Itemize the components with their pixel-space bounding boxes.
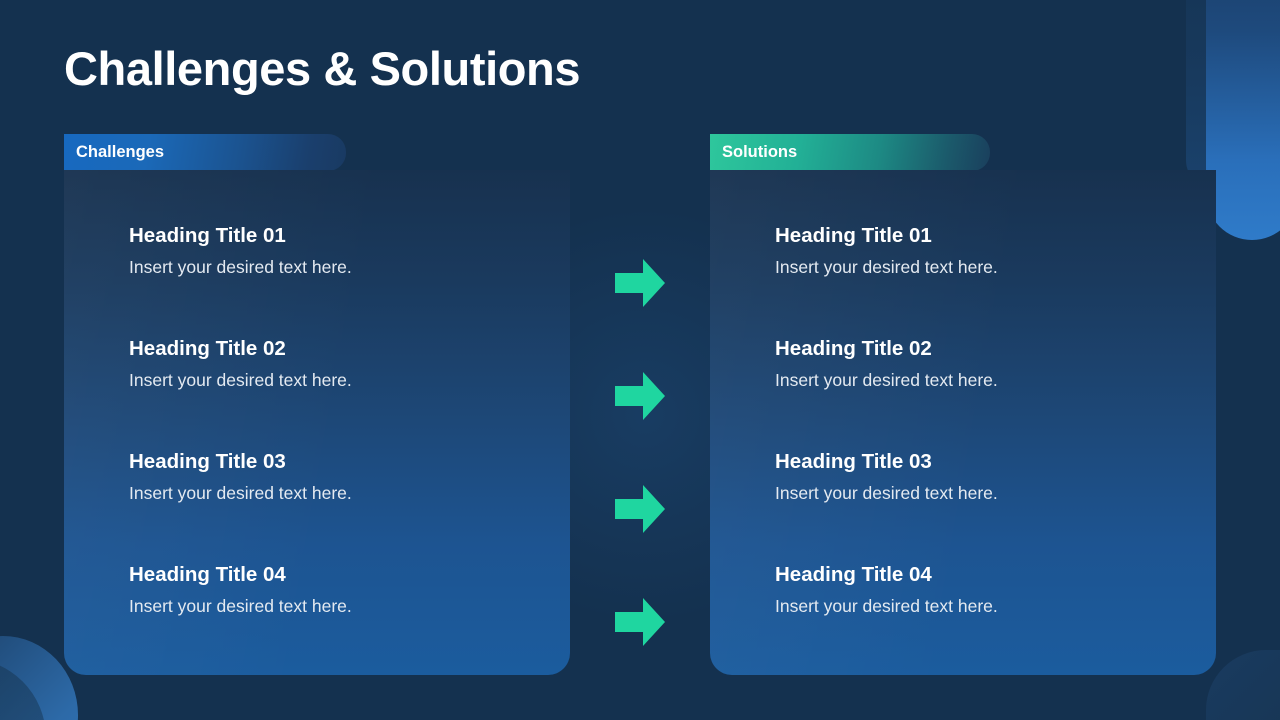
panel-challenges: Heading Title 01 Insert your desired tex…	[64, 170, 570, 675]
row-heading: Heading Title 01	[129, 224, 286, 247]
row-heading: Heading Title 03	[129, 450, 286, 473]
arrow-right-icon	[615, 371, 665, 420]
tab-challenges-label: Challenges	[76, 143, 165, 161]
decorative-shape-bottom-right	[1206, 650, 1280, 720]
row-heading: Heading Title 02	[775, 337, 932, 360]
connector-arrow-column	[570, 170, 710, 675]
arrow-right-icon	[615, 597, 665, 646]
connector-arrow-slot-1	[570, 226, 710, 339]
arrow-right-icon	[615, 258, 665, 307]
list-item[interactable]: Heading Title 01 Insert your desired tex…	[710, 224, 1216, 339]
row-heading: Heading Title 02	[129, 337, 286, 360]
row-heading: Heading Title 04	[129, 563, 286, 586]
row-text: Insert your desired text here.	[775, 482, 998, 503]
solutions-row-list: Heading Title 01 Insert your desired tex…	[710, 170, 1216, 678]
tab-solutions-label: Solutions	[722, 143, 798, 161]
row-heading: Heading Title 03	[775, 450, 932, 473]
row-text: Insert your desired text here.	[129, 595, 352, 616]
row-text: Insert your desired text here.	[129, 256, 352, 277]
list-item[interactable]: Heading Title 02 Insert your desired tex…	[64, 337, 570, 452]
row-text: Insert your desired text here.	[775, 256, 998, 277]
tab-solutions[interactable]: Solutions	[710, 134, 990, 171]
row-heading: Heading Title 04	[775, 563, 932, 586]
page-title: Challenges & Solutions	[64, 42, 581, 95]
connector-arrow-slot-2	[570, 339, 710, 452]
row-text: Insert your desired text here.	[129, 369, 352, 390]
row-text: Insert your desired text here.	[129, 482, 352, 503]
list-item[interactable]: Heading Title 03 Insert your desired tex…	[710, 450, 1216, 565]
arrow-right-icon	[615, 484, 665, 533]
decorative-shape-top-right-soft	[1186, 0, 1246, 190]
row-heading: Heading Title 01	[775, 224, 932, 247]
list-item[interactable]: Heading Title 04 Insert your desired tex…	[710, 563, 1216, 678]
list-item[interactable]: Heading Title 02 Insert your desired tex…	[710, 337, 1216, 452]
decorative-shape-bottom-left-overlay	[0, 658, 46, 720]
row-text: Insert your desired text here.	[775, 369, 998, 390]
list-item[interactable]: Heading Title 04 Insert your desired tex…	[64, 563, 570, 678]
list-item[interactable]: Heading Title 03 Insert your desired tex…	[64, 450, 570, 565]
row-text: Insert your desired text here.	[775, 595, 998, 616]
connector-arrow-slot-3	[570, 452, 710, 565]
connector-arrow-slot-4	[570, 565, 710, 678]
tab-challenges[interactable]: Challenges	[64, 134, 346, 171]
panel-solutions: Heading Title 01 Insert your desired tex…	[710, 170, 1216, 675]
list-item[interactable]: Heading Title 01 Insert your desired tex…	[64, 224, 570, 339]
challenges-row-list: Heading Title 01 Insert your desired tex…	[64, 170, 570, 678]
decorative-shape-top-right	[1206, 0, 1280, 240]
